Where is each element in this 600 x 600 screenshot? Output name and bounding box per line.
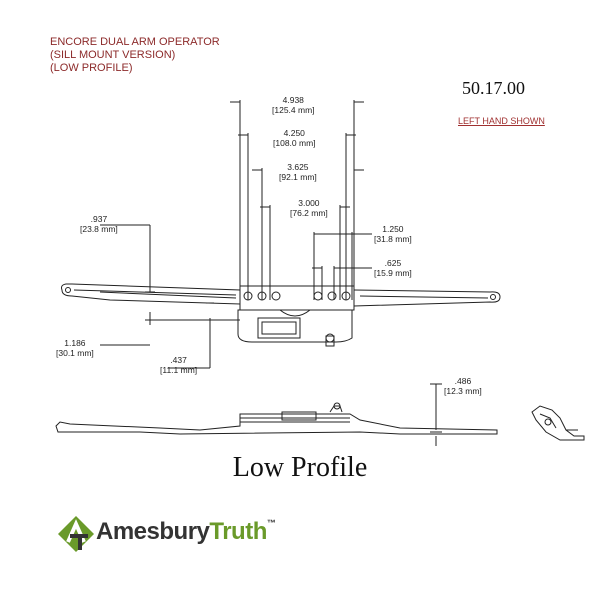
brand-wordmark: AmesburyTruth™ [96, 518, 276, 546]
dim-0437-in: .437 [170, 355, 187, 365]
trademark-symbol: ™ [266, 518, 276, 528]
dim-0625: .625 [15.9 mm] [374, 258, 412, 278]
dim-4938-in: 4.938 [282, 95, 304, 105]
dim-3625-in: 3.625 [287, 162, 309, 172]
dim-0625-mm: [15.9 mm] [374, 268, 412, 278]
brand-part-1: Amesbury [96, 518, 210, 545]
dim-3625-mm: [92.1 mm] [279, 172, 317, 182]
dim-4938: 4.938 [125.4 mm] [272, 95, 315, 115]
dim-1250-in: 1.250 [382, 224, 404, 234]
dim-1186: 1.186 [30.1 mm] [56, 338, 94, 358]
dim-3625: 3.625 [92.1 mm] [279, 162, 317, 182]
dim-0486-in: .486 [454, 376, 472, 386]
dim-0625-in: .625 [384, 258, 402, 268]
dim-0437-mm: [11.1 mm] [160, 365, 198, 375]
dim-3000: 3.000 [76.2 mm] [290, 198, 328, 218]
dim-3000-in: 3.000 [298, 198, 320, 208]
title-line-2: (SILL MOUNT VERSION) [50, 49, 176, 61]
dim-0486: .486 [12.3 mm] [444, 376, 482, 396]
caption-low-profile: Low Profile [232, 452, 368, 483]
dim-0937: .937 [23.8 mm] [80, 214, 118, 234]
dim-4250-mm: [108.0 mm] [273, 138, 316, 148]
dim-0486-mm: [12.3 mm] [444, 386, 482, 396]
amesbury-truth-logo-icon [58, 516, 94, 552]
part-number: 50.17.00 [462, 78, 525, 98]
title-line-3: (LOW PROFILE) [50, 62, 133, 74]
dim-1186-in: 1.186 [64, 338, 86, 348]
dim-1250: 1.250 [31.8 mm] [374, 224, 412, 244]
dim-1186-mm: [30.1 mm] [56, 348, 94, 358]
hand-note: LEFT HAND SHOWN [458, 116, 545, 126]
dim-0937-in: .937 [90, 214, 108, 224]
brand-part-2: Truth [209, 518, 267, 545]
dim-1250-mm: [31.8 mm] [374, 234, 412, 244]
dim-3000-mm: [76.2 mm] [290, 208, 328, 218]
dim-0437: .437 [11.1 mm] [160, 355, 197, 375]
dim-4250: 4.250 [108.0 mm] [273, 128, 316, 148]
dim-4250-in: 4.250 [283, 128, 305, 138]
product-title: ENCORE DUAL ARM OPERATOR (SILL MOUNT VER… [50, 36, 220, 75]
title-line-1: ENCORE DUAL ARM OPERATOR [50, 36, 220, 48]
dim-4938-mm: [125.4 mm] [272, 105, 315, 115]
dim-0937-mm: [23.8 mm] [80, 224, 118, 234]
